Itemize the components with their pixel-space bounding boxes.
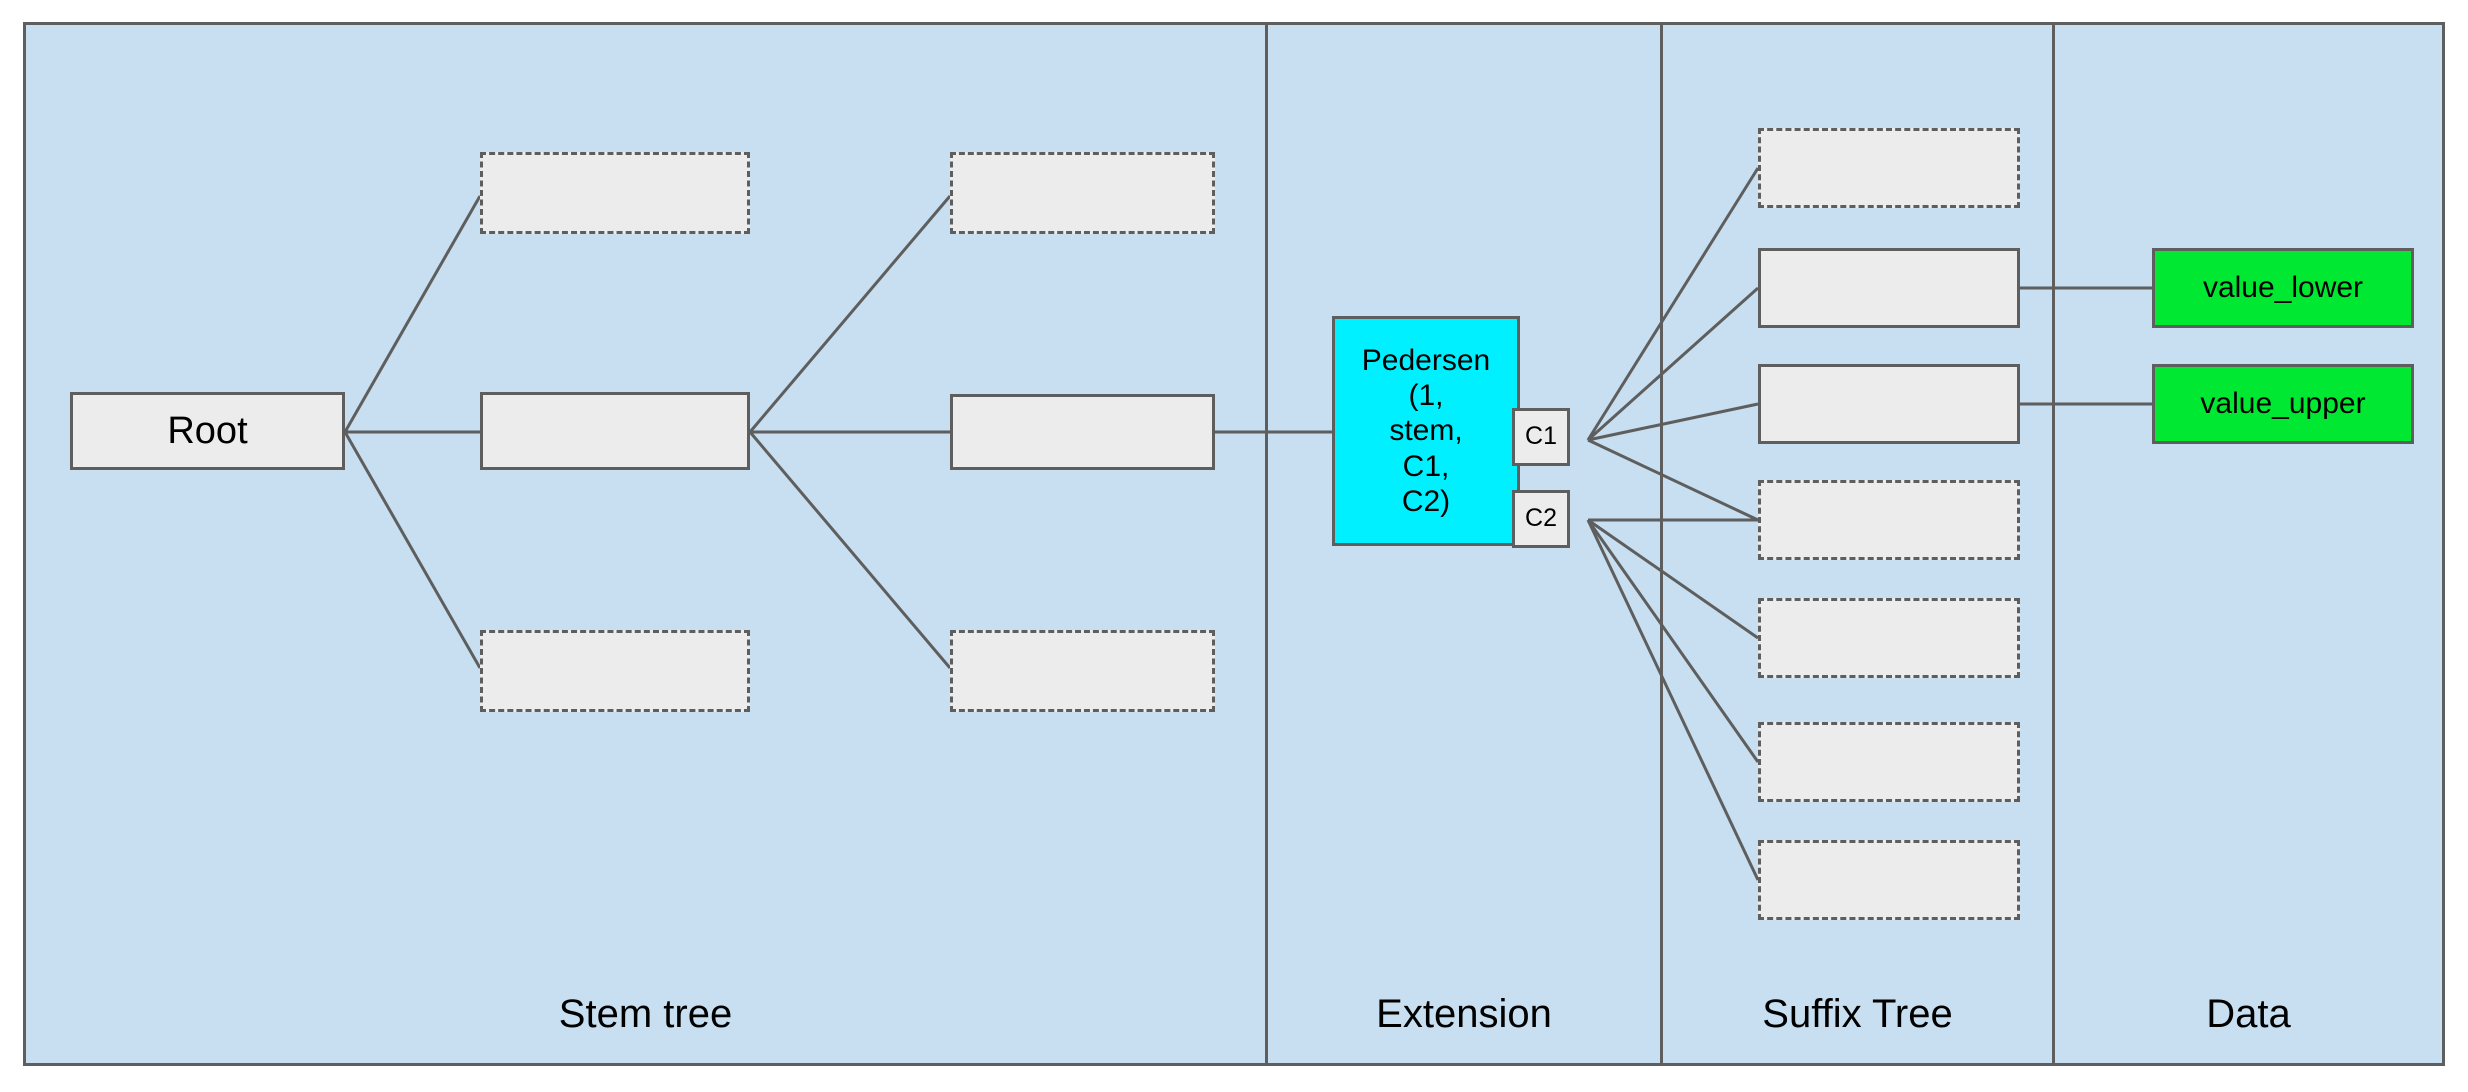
column-divider-extension-suffix (1660, 25, 1663, 1063)
column-label-extension: Extension (1376, 992, 1552, 1036)
stem-level2-node-mid[interactable] (950, 394, 1215, 470)
column-label-data: Data (2206, 992, 2291, 1036)
suffix-tree-node-4[interactable] (1758, 480, 2020, 560)
suffix-tree-node-2[interactable] (1758, 248, 2020, 328)
chunk-c2-label: C2 (1525, 504, 1557, 533)
data-value-lower-label: value_lower (2202, 271, 2364, 305)
suffix-tree-node-5[interactable] (1758, 598, 2020, 678)
suffix-tree-node-6[interactable] (1758, 722, 2020, 802)
diagram-panel (23, 22, 2445, 1066)
pedersen-commitment-node[interactable]: Pedersen (1, stem, C1, C2) (1332, 316, 1520, 546)
data-node-value-upper[interactable]: value_upper (2152, 364, 2414, 444)
chunk-node-c2[interactable]: C2 (1512, 490, 1570, 548)
pedersen-commitment-label: Pedersen (1, stem, C1, C2) (1361, 343, 1491, 519)
column-label-suffix-tree: Suffix Tree (1762, 992, 1953, 1036)
chunk-c1-label: C1 (1525, 422, 1557, 451)
stem-level1-node-top[interactable] (480, 152, 750, 234)
column-label-stem-tree: Stem tree (558, 992, 733, 1036)
stem-root-label: Root (167, 409, 248, 452)
data-node-value-lower[interactable]: value_lower (2152, 248, 2414, 328)
suffix-tree-node-1[interactable] (1758, 128, 2020, 208)
suffix-tree-node-3[interactable] (1758, 364, 2020, 444)
stem-level2-node-bottom[interactable] (950, 630, 1215, 712)
stem-level1-node-mid[interactable] (480, 392, 750, 470)
stem-level2-node-top[interactable] (950, 152, 1215, 234)
chunk-node-c1[interactable]: C1 (1512, 408, 1570, 466)
stem-root-node[interactable]: Root (70, 392, 345, 470)
suffix-tree-node-7[interactable] (1758, 840, 2020, 920)
data-value-upper-label: value_upper (2200, 387, 2366, 421)
column-divider-suffix-data (2052, 25, 2055, 1063)
stem-level1-node-bottom[interactable] (480, 630, 750, 712)
column-divider-stem-extension (1265, 25, 1268, 1063)
